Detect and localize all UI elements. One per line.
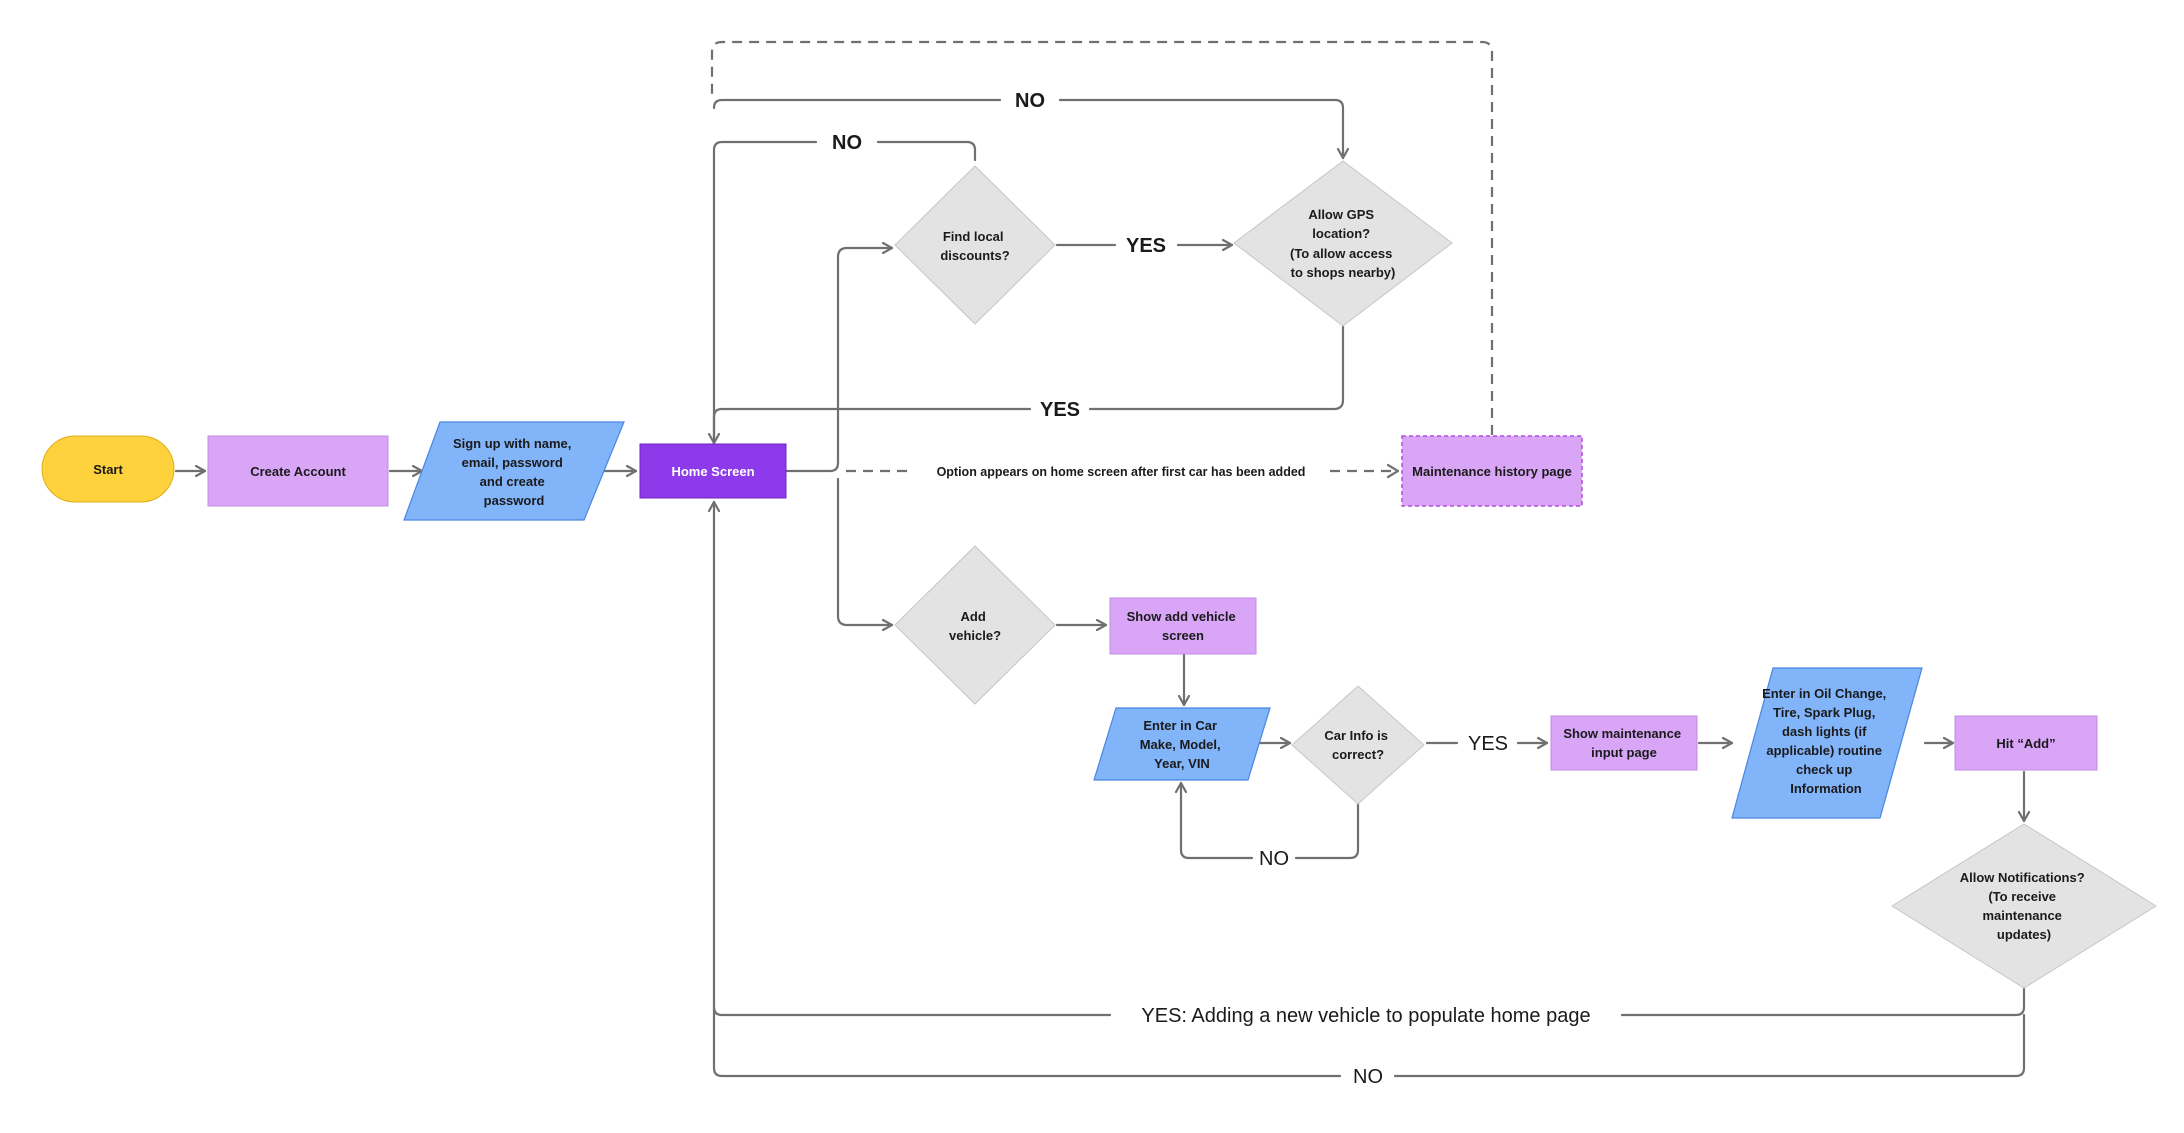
edge-home-to-branch [785,461,840,473]
edge-notifications-no [1393,1013,2026,1078]
label-no-discounts: NO [832,132,862,154]
edge-gps-yes [1088,324,1345,411]
node-start[interactable]: Start [41,435,175,503]
edge-labels: NO NO YES YES Option appears on home scr… [832,90,1591,1088]
node-find-discounts[interactable]: Find local discounts? [894,165,1056,325]
edge-gps-no-top-b [1058,98,1343,160]
node-maintenance-history-label: Maintenance history page [1412,464,1572,479]
node-signup[interactable]: Sign up with name, email, password and c… [403,421,625,521]
connectors [174,40,2026,1078]
node-create-account[interactable]: Create Account [207,435,389,507]
edge-find-discounts-no-b [712,140,818,442]
node-create-account-label: Create Account [250,464,346,479]
node-show-add-vehicle[interactable]: Show add vehicle screen [1109,597,1257,655]
label-no-gps-top: NO [1015,90,1045,112]
edge-gps-yes-b [714,407,1032,445]
node-allow-gps-label: Allow GPS location? (To allow access to … [1290,207,1396,280]
node-show-add-vehicle-label: Show add vehicle screen [1127,609,1240,643]
node-maintenance-history[interactable]: Maintenance history page [1401,435,1583,507]
edge-branch-to-find-discounts [836,248,894,465]
node-allow-notifications-label: Allow Notifications? (To receive mainten… [1960,870,2089,942]
node-start-label: Start [93,462,123,477]
edge-find-discounts-no [876,140,977,162]
label-no-car-info: NO [1259,848,1289,870]
node-enter-car[interactable]: Enter in Car Make, Model, Year, VIN [1093,707,1271,781]
label-yes-gps: YES [1040,399,1080,421]
node-car-info-correct[interactable]: Car Info is correct? [1291,685,1425,805]
label-no-notifications: NO [1353,1066,1383,1088]
edge-notifications-yes-b [714,500,1112,1017]
node-car-info-correct-label: Car Info is correct? [1324,728,1391,762]
node-home-screen-label: Home Screen [671,464,754,479]
edge-car-info-no-b [1181,781,1254,860]
label-yes-notifications: YES: Adding a new vehicle to populate ho… [1141,1005,1590,1027]
node-hit-add-label: Hit “Add” [1996,736,2055,751]
edge-notifications-yes [1620,986,2026,1017]
node-enter-oil[interactable]: Enter in Oil Change, Tire, Spark Plug, d… [1731,667,1923,819]
node-show-maintenance-input[interactable]: Show maintenance input page [1550,715,1698,771]
edge-car-info-no [1294,800,1360,860]
node-allow-gps[interactable]: Allow GPS location? (To allow access to … [1233,160,1453,327]
node-enter-car-label: Enter in Car Make, Model, Year, VIN [1140,718,1225,771]
node-enter-oil-label: Enter in Oil Change, Tire, Spark Plug, d… [1762,686,1890,796]
node-add-vehicle-label: Add vehicle? [949,609,1001,643]
node-hit-add[interactable]: Hit “Add” [1954,715,2098,771]
node-show-maintenance-input-label: Show maintenance input page [1563,726,1684,760]
node-signup-label: Sign up with name, email, password and c… [453,436,575,508]
node-find-discounts-label: Find local discounts? [940,229,1009,263]
label-yes-car-info: YES [1468,733,1508,755]
node-add-vehicle[interactable]: Add vehicle? [894,545,1056,705]
label-option-history: Option appears on home screen after firs… [937,465,1306,479]
label-yes-discounts: YES [1126,235,1166,257]
node-allow-notifications[interactable]: Allow Notifications? (To receive mainten… [1891,823,2157,989]
edge-notifications-no-b [712,1006,1342,1078]
node-home-screen[interactable]: Home Screen [639,443,787,499]
edge-gps-no-top [712,98,1002,110]
edge-branch-to-add-vehicle [836,477,894,625]
